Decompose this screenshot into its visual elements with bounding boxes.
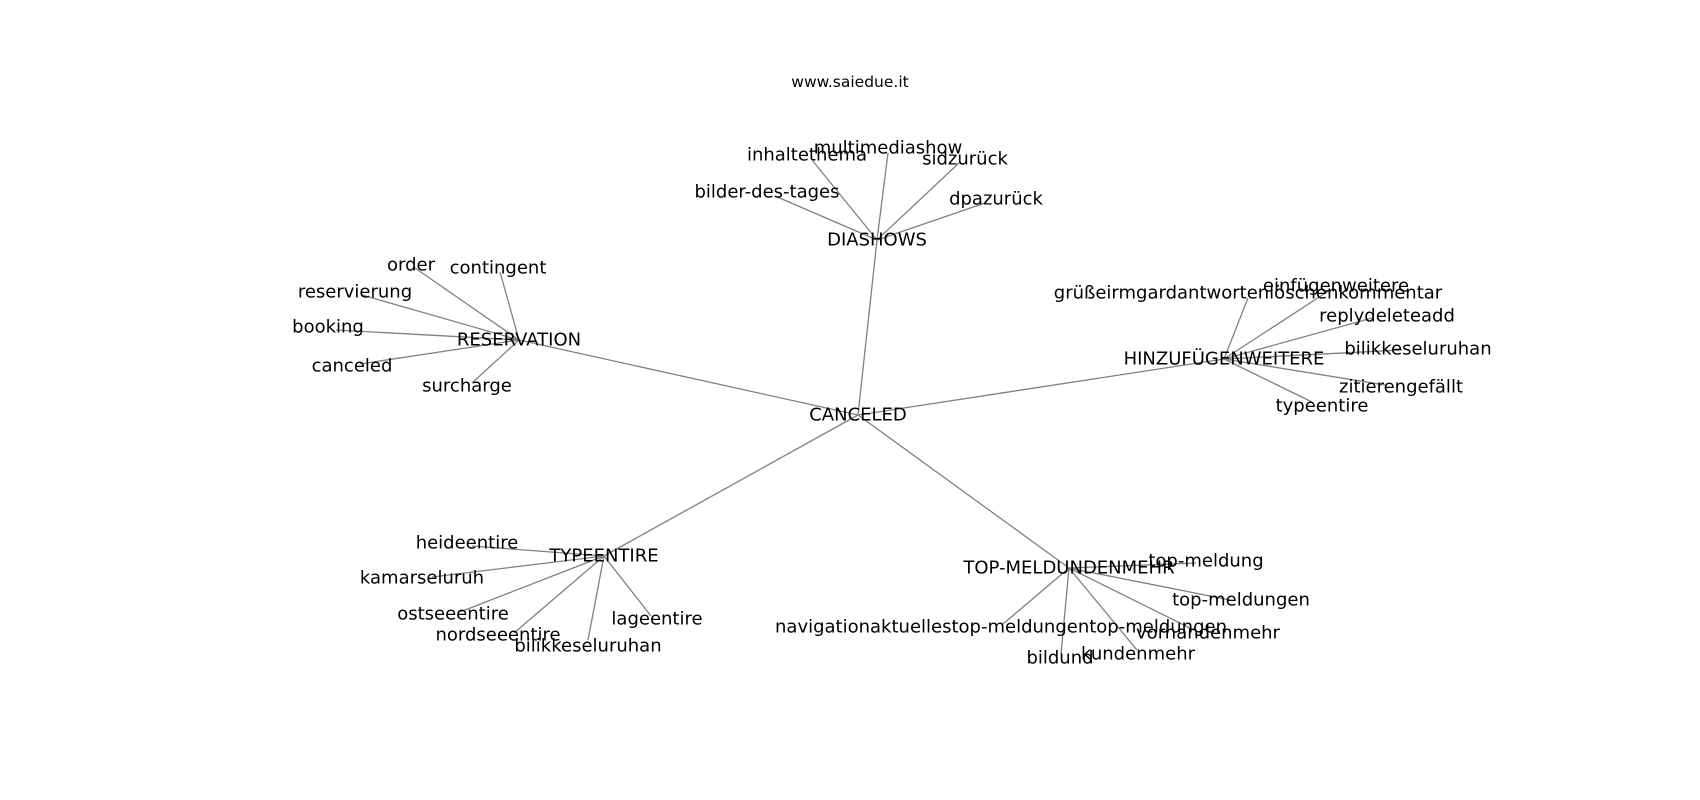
hub-node-label: TYPEENTIRE: [548, 546, 658, 567]
edge-typeentire-leaf: [459, 555, 605, 613]
edge-reservation-leaf: [499, 271, 520, 341]
edge-topmeldundenmehr-leaf: [1002, 567, 1070, 625]
leaf-node-label: bilikkeseluruhan: [1344, 339, 1491, 360]
edge-diashows-leaf: [811, 159, 878, 241]
edge-diashows-leaf: [774, 195, 878, 241]
root-node-label: CANCELED: [809, 405, 907, 426]
leaf-node-label: top-meldungen: [1172, 590, 1310, 611]
leaf-node-label: kundenmehr: [1081, 644, 1196, 665]
leaf-node-label: canceled: [312, 356, 393, 377]
leaf-node-label: contingent: [450, 258, 547, 279]
edge-root-typeentire: [603, 414, 859, 557]
leaf-node-label: dpazurück: [949, 189, 1043, 210]
leaf-node-label: reservierung: [298, 282, 412, 303]
leaf-node-label: order: [387, 255, 436, 276]
edge-reservation-leaf: [335, 329, 520, 341]
edge-hinzufuegenweitere-leaf: [1223, 358, 1386, 386]
edge-typeentire-leaf: [431, 555, 605, 578]
edge-reservation-leaf: [359, 339, 520, 365]
edge-hinzufuegenweitere-leaf: [1223, 297, 1249, 360]
edge-topmeldundenmehr-leaf: [1068, 567, 1197, 632]
leaf-node-label: vorhandenmehr: [1136, 623, 1281, 644]
leaf-node-label: bildund: [1026, 648, 1093, 669]
leaf-node-label: grüßeirmgardantwortenlöschenkommentar: [1054, 283, 1443, 304]
edge-typeentire-leaf: [603, 555, 652, 617]
edge-hinzufuegenweitere-leaf: [1223, 349, 1403, 360]
edge-topmeldundenmehr-leaf: [1068, 562, 1197, 569]
hub-node-label: DIASHOWS: [827, 230, 927, 251]
edge-root-topmeldundenmehr: [857, 414, 1070, 569]
edge-root-reservation: [518, 339, 859, 416]
edge-hinzufuegenweitere-leaf: [1223, 289, 1331, 360]
leaf-node-label: einfügenweitere: [1263, 276, 1409, 297]
leaf-node-label: lageentire: [611, 609, 702, 630]
leaf-node-label: nordseeentire: [435, 625, 560, 646]
leaf-node-label: booking: [292, 317, 364, 338]
leaf-node-label: navigationaktuellestop-meldungentop-meld…: [775, 617, 1227, 638]
hub-node-label: HINZUFÜGENWEITERE: [1124, 348, 1325, 370]
edge-topmeldundenmehr-leaf: [1068, 567, 1231, 601]
edge-root-diashows: [857, 239, 878, 416]
leaf-node-label: multimediashow: [814, 138, 963, 159]
edge-topmeldundenmehr-leaf: [1060, 567, 1070, 655]
leaf-node-label: replydeleteadd: [1319, 306, 1455, 327]
hub-node-label: TOP-MELDUNDENMEHR: [962, 558, 1174, 579]
leaf-node-label: ostseeentire: [397, 604, 509, 625]
labels-layer: www.saiedue.it CANCELED DIASHOWS inhalteth…: [292, 73, 1491, 669]
leaf-node-label: zitierengefällt: [1339, 377, 1463, 398]
edge-reservation-leaf: [414, 267, 520, 341]
edge-hinzufuegenweitere-leaf: [1223, 317, 1373, 360]
edge-reservation-leaf: [471, 339, 520, 384]
leaf-node-label: kamarseluruh: [360, 568, 484, 589]
edge-typeentire-leaf: [513, 555, 605, 634]
leaf-node-label: typeentire: [1276, 396, 1369, 417]
edge-reservation-leaf: [361, 294, 520, 341]
edges-layer: [335, 152, 1403, 655]
edge-hinzufuegenweitere-leaf: [1223, 358, 1313, 403]
leaf-node-label: bilder-des-tages: [694, 182, 839, 203]
leaf-node-label: top-meldung: [1148, 551, 1263, 572]
leaf-node-label: bilikkeseluruhan: [514, 636, 661, 657]
edge-topmeldundenmehr-leaf: [1068, 567, 1138, 651]
edge-typeentire-leaf: [587, 555, 605, 641]
hub-node-label: RESERVATION: [457, 330, 581, 351]
leaf-node-label: inhaltethema: [747, 145, 867, 166]
leaf-node-label: sidzurück: [922, 149, 1008, 170]
leaf-node-label: surcharge: [422, 376, 512, 397]
edge-diashows-leaf: [876, 152, 889, 241]
edge-typeentire-leaf: [471, 545, 605, 557]
leaf-node-label: heideentire: [416, 533, 519, 554]
edge-root-hinzufuegenweitere: [857, 358, 1225, 416]
graph-title: www.saiedue.it: [791, 73, 908, 91]
edge-diashows-leaf: [876, 161, 961, 241]
edge-diashows-leaf: [876, 202, 986, 241]
